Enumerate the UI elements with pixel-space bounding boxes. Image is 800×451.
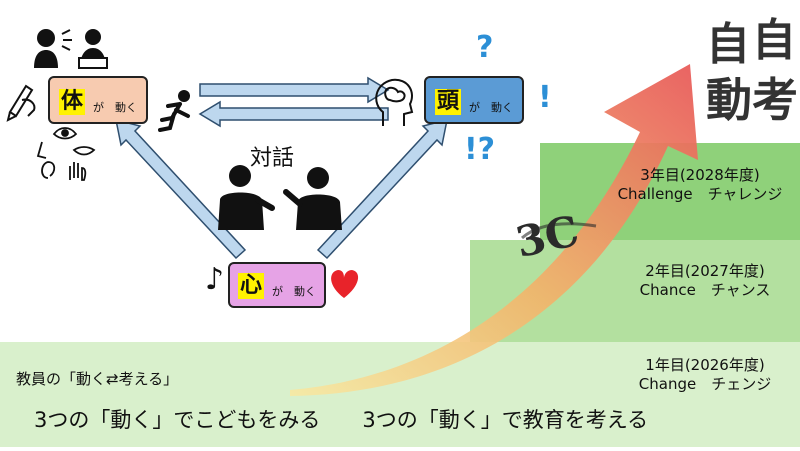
ear-icon	[41, 161, 56, 179]
banner-char-3: 動	[706, 73, 752, 127]
reader-icon	[78, 29, 108, 69]
eye-icon	[52, 127, 78, 140]
arrow-heart-to-head	[316, 118, 448, 260]
pencil-hand-icon	[6, 84, 36, 122]
banner-char-1: 自	[706, 19, 750, 70]
heart-box: 心 が 動く	[228, 262, 326, 308]
body-sub-label: が 動く	[93, 101, 137, 114]
brain-head-icon	[375, 78, 414, 126]
step-3-year: 3年目(2028年度)	[640, 166, 760, 184]
heart-kanji: 心	[237, 273, 264, 299]
dialogue-label: 対話	[250, 146, 295, 171]
music-note-icon: ♪	[205, 262, 225, 297]
heart-sub-label: が 動く	[272, 285, 316, 298]
arrow-head-to-body	[198, 100, 389, 128]
step-1-name: Change チェンジ	[638, 375, 772, 393]
step-3-text: 3年目(2028年度) Challenge チャレンジ	[610, 166, 790, 204]
runner-icon	[158, 90, 190, 132]
arrow-body-to-head	[199, 76, 390, 104]
body-box: 体 が 動く	[48, 76, 148, 124]
banner-char-2: 自	[752, 15, 796, 66]
head-kanji: 頭	[434, 89, 461, 115]
step-block-1	[0, 342, 800, 447]
teacher-caption: 教員の「動く⇄考える」	[16, 370, 179, 388]
step-2-name: Chance チャンス	[639, 281, 771, 299]
heart-icon	[331, 270, 359, 298]
brush-stroke	[521, 222, 597, 240]
step-1-text: 1年目(2026年度) Change チェンジ	[610, 356, 800, 394]
footer-text: 3つの「動く」でこどもをみる 3つの「動く」で教育を考える	[34, 408, 649, 432]
mouth-icon	[72, 146, 96, 156]
two-people-icon	[218, 165, 342, 230]
banner-char-4: 考	[752, 73, 798, 127]
step-2-year: 2年目(2027年度)	[645, 262, 765, 280]
step-1-year: 1年目(2026年度)	[645, 356, 765, 374]
growth-arrow	[290, 64, 698, 396]
arrow-heart-to-body	[115, 118, 247, 260]
head-sub-label: が 動く	[469, 101, 513, 114]
head-box: 頭 が 動く	[424, 76, 524, 124]
question-mark: ?	[476, 30, 494, 65]
step-2-text: 2年目(2027年度) Chance チャンス	[610, 262, 800, 300]
hand-icon	[69, 162, 87, 181]
speaker-icon	[34, 29, 72, 68]
nose-icon	[36, 141, 47, 159]
exclamation-mark: !	[538, 80, 552, 115]
body-kanji: 体	[58, 89, 85, 115]
exclamation-question-mark: !?	[464, 132, 496, 167]
step-3-name: Challenge チャレンジ	[617, 185, 783, 203]
